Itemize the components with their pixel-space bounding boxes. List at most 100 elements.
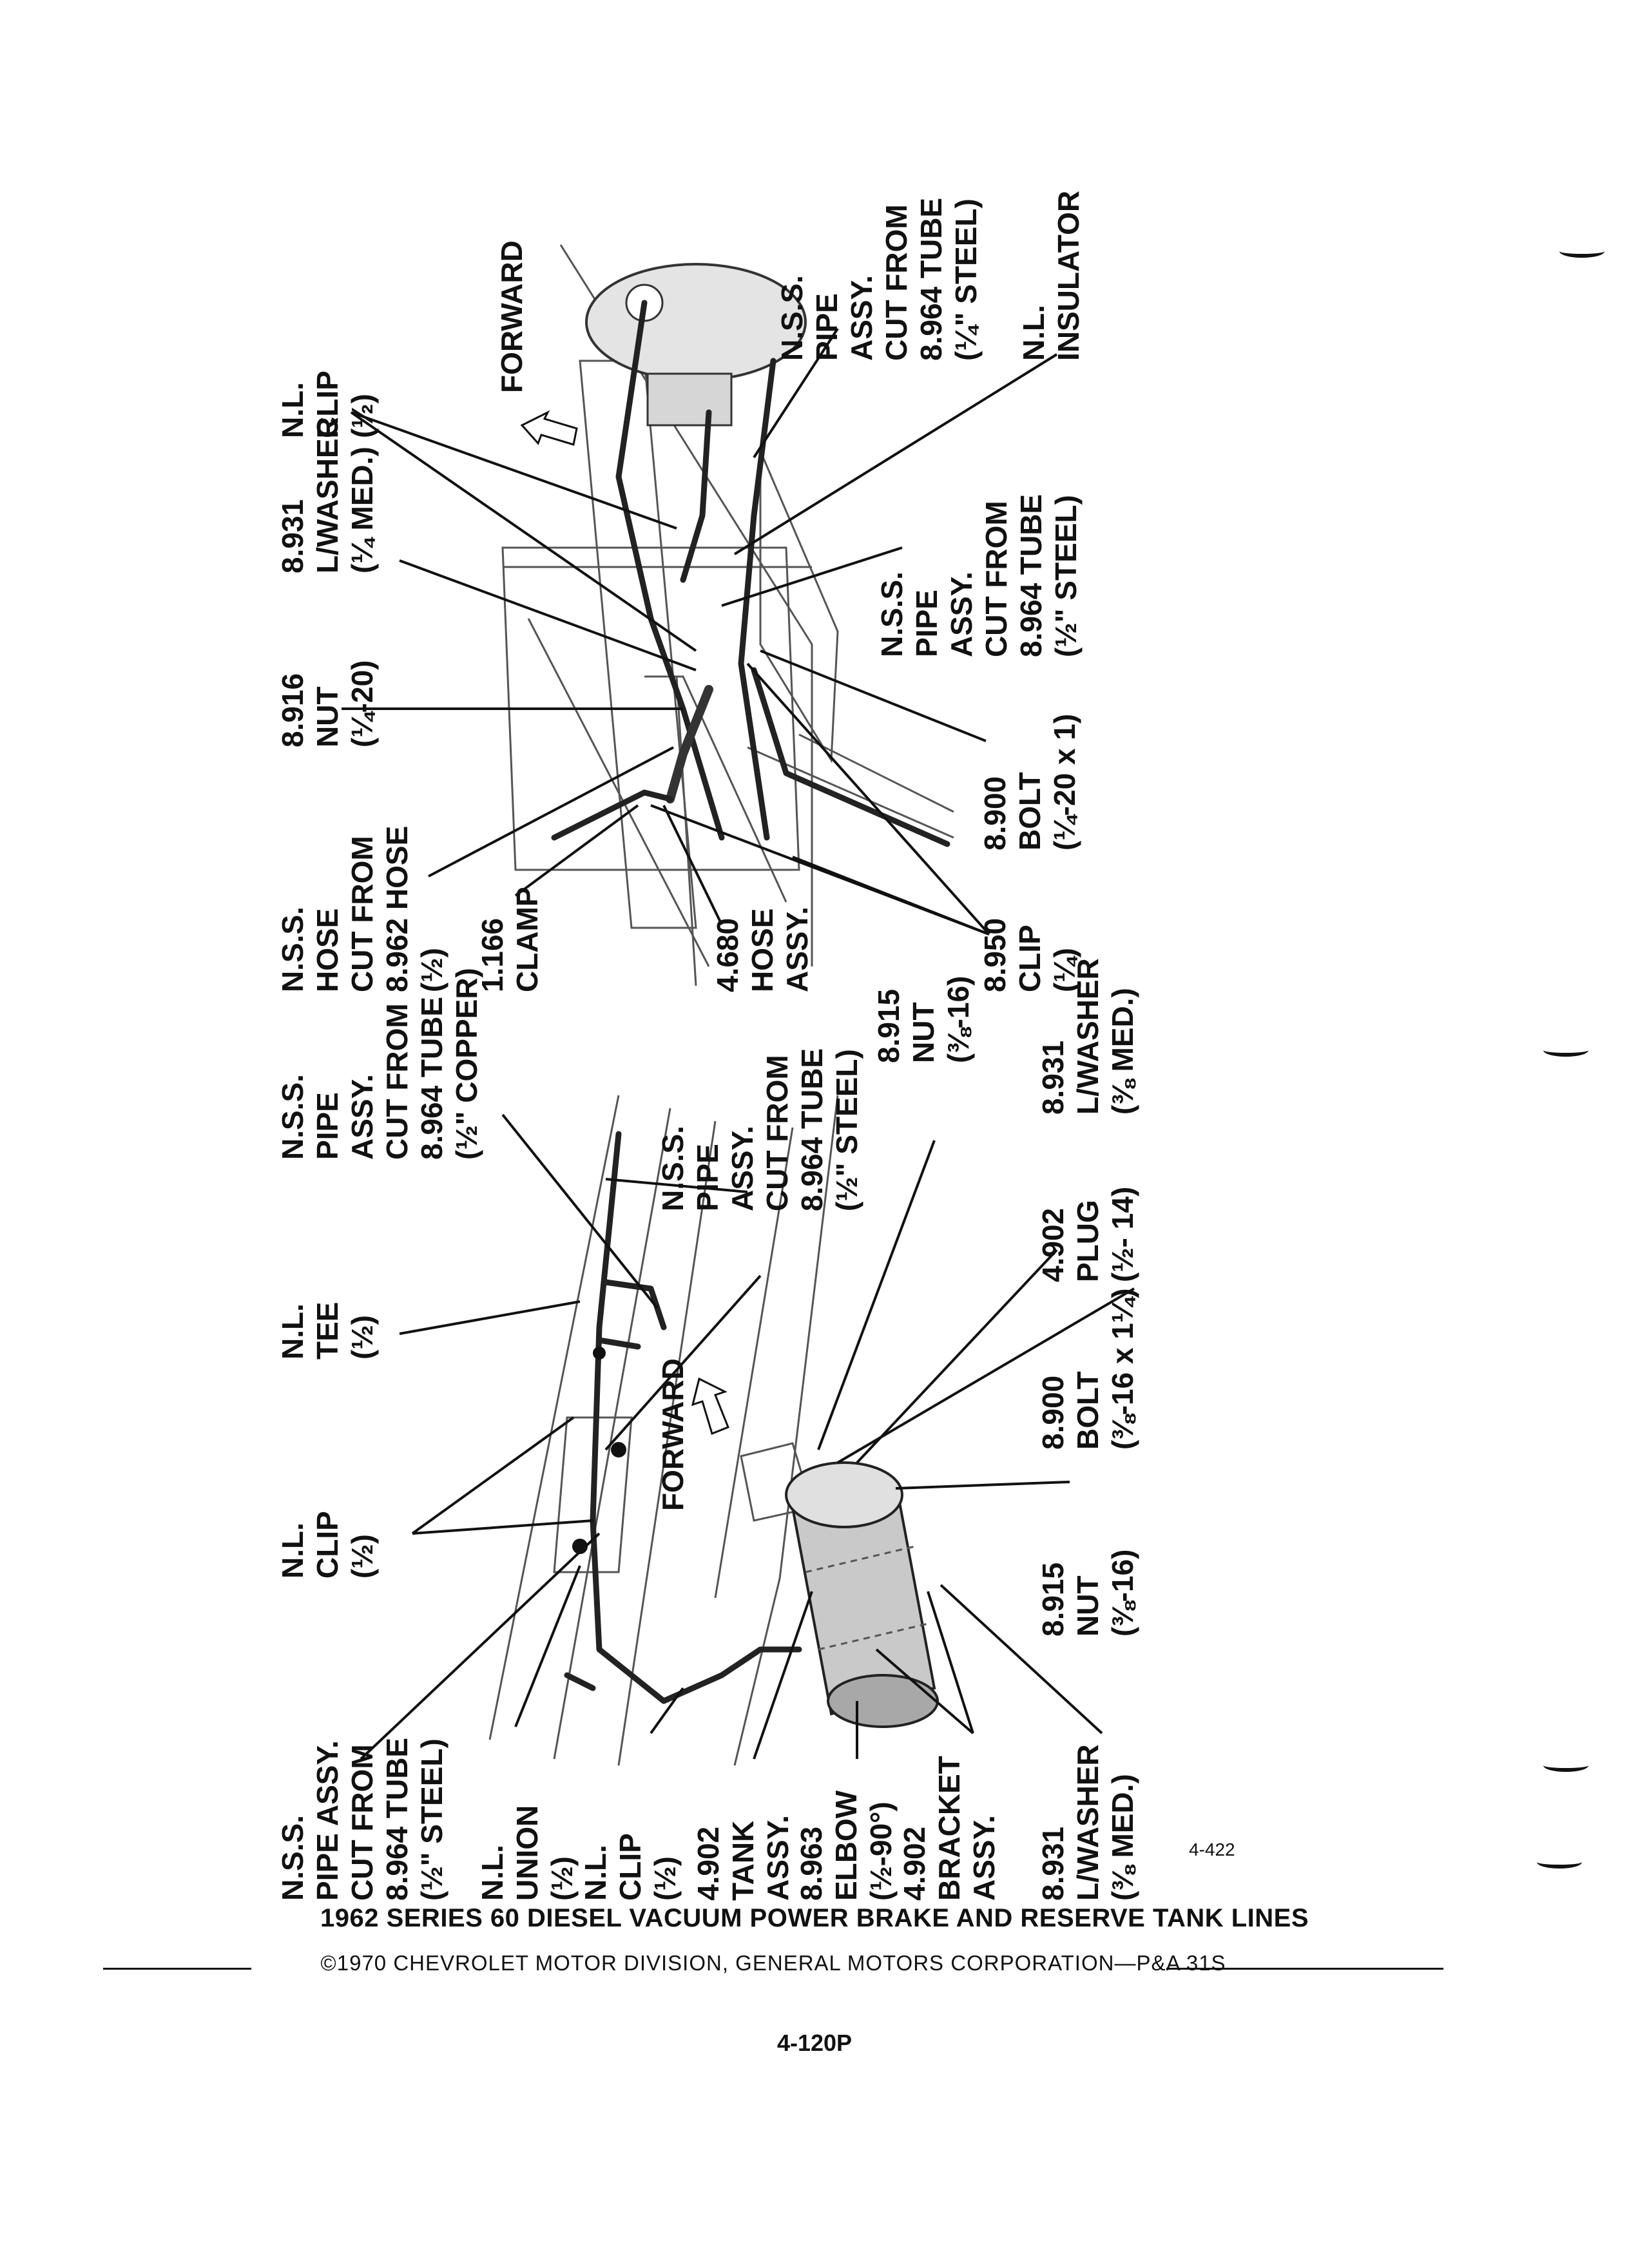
callout-line: (½) [345, 1534, 379, 1579]
callout-line: N.S.S. [276, 1074, 309, 1160]
callout-line: N.L. [1017, 305, 1050, 361]
upper-leader-lines [342, 327, 1058, 936]
callout-line: N.S.S. [775, 275, 809, 361]
callout-line: L/WASHER [311, 417, 344, 573]
callout-line: INSULATOR [1052, 191, 1085, 361]
callout-line: 8.915 [1036, 1562, 1070, 1637]
callout-line: TEE [311, 1302, 344, 1360]
callout-line: CLAMP [510, 887, 544, 992]
callout-line: (⅜-16) [1106, 1550, 1139, 1637]
callout-nl-union: N.L.UNION(½) [476, 1805, 579, 1901]
callout-line: 8.962 HOSE [380, 826, 414, 992]
callout-line: 4.902 [691, 1827, 725, 1901]
copyright-text: ©1970 CHEVROLET MOTOR DIVISION, GENERAL … [320, 1951, 1226, 1975]
callout-line: N.S.S. [875, 572, 909, 657]
callout-line: CLIP [613, 1833, 647, 1901]
callout-line: ELBOW [829, 1790, 863, 1901]
callout-line: PIPE [810, 293, 843, 361]
callout-line: CLIP [1013, 925, 1046, 992]
callout-line: BRACKET [932, 1756, 966, 1901]
callout-line: BOLT [1013, 772, 1046, 850]
callout-line: (½" STEEL) [415, 1738, 448, 1901]
callout-line: PIPE [910, 590, 943, 657]
callout-line: (¼-20) [345, 660, 379, 747]
callout-line: 1.166 [476, 918, 509, 992]
callout-line: (¼) [1048, 948, 1081, 992]
page-number: 4-120P [776, 2030, 853, 2056]
callout-line: N.S.S. [276, 907, 309, 992]
callout-line: CUT FROM [760, 1055, 794, 1211]
callout-line: UNION [510, 1805, 544, 1901]
callout-line: 8.964 TUBE [795, 1048, 829, 1211]
upper-illustration [501, 244, 954, 986]
callout-line: N.L. [276, 1523, 309, 1579]
callout-line: N.L. [276, 382, 309, 438]
callout-line: 8.931 [276, 499, 309, 573]
callout-line: ASSY. [726, 1126, 759, 1211]
callout-line: 8.900 [978, 776, 1012, 850]
callout-line: (½- 14) [1106, 1187, 1139, 1282]
callout-line: CUT FROM [880, 204, 913, 361]
callout-line: (½) [648, 1856, 682, 1901]
callout-line: L/WASHER [1071, 958, 1104, 1115]
forward-arrow-lower [691, 1377, 729, 1436]
callout-line: (½-90°) [864, 1802, 898, 1901]
callout-line: 8.964 TUBE [1014, 494, 1048, 657]
callout-line: ASSY. [967, 1815, 1001, 1901]
callout-line: 8.931 [1036, 1041, 1070, 1115]
callout-line: 8.931 [1036, 1827, 1070, 1901]
callout-line: ASSY. [945, 572, 978, 657]
callout-line: (½) [345, 1315, 379, 1360]
callout-line: (½" STEEL) [830, 1049, 863, 1211]
booster-canister [585, 263, 807, 427]
callout-line: PLUG [1071, 1200, 1104, 1282]
diagram-title: 1962 SERIES 60 DIESEL VACUUM POWER BRAKE… [320, 1904, 1309, 1932]
callout-line: 4.902 [1036, 1208, 1070, 1282]
callout-line: (½) [545, 1856, 579, 1901]
callout-line: 4.680 [711, 918, 744, 992]
callout-line: N.L. [476, 1845, 509, 1901]
callout-line: (½) [415, 948, 448, 992]
callout-nl-clip-lower: N.L.CLIP(½) [579, 1833, 682, 1901]
callout-line: (⅜ MED.) [1106, 988, 1139, 1115]
callout-line: ASSY. [345, 1074, 379, 1160]
callout-line: ASSY. [761, 1815, 795, 1901]
copyright-rule-left [103, 1968, 251, 1970]
callout-line: (¼-20 x 1) [1048, 714, 1081, 850]
callout-clip-lower-left: N.L.CLIP(½) [276, 1511, 379, 1579]
callout-line: 8.950 [978, 918, 1012, 992]
callout-line: CLIP [311, 370, 344, 438]
callout-line: N.S.S. [276, 1815, 309, 1901]
callout-line: ASSY. [845, 275, 878, 361]
reserve-tank [785, 1461, 939, 1728]
callout-line: CUT FROM [345, 1744, 379, 1901]
callout-line: PIPE [691, 1144, 724, 1211]
callout-line: 8.964 TUBE [914, 198, 948, 361]
callout-line: 8.964 TUBE [415, 997, 448, 1160]
callout-nl-tee: N.L.TEE(½) [276, 1302, 379, 1360]
callout-line: (⅜-16 x 1¼) [1106, 1288, 1139, 1450]
callout-line: 8.915 [872, 989, 905, 1063]
edge-mark-middle [1543, 1044, 1588, 1057]
callout-line: NUT [907, 1002, 940, 1063]
copyright-rule-right [1166, 1968, 1443, 1970]
callout-line: (½" STEEL) [1049, 495, 1083, 657]
